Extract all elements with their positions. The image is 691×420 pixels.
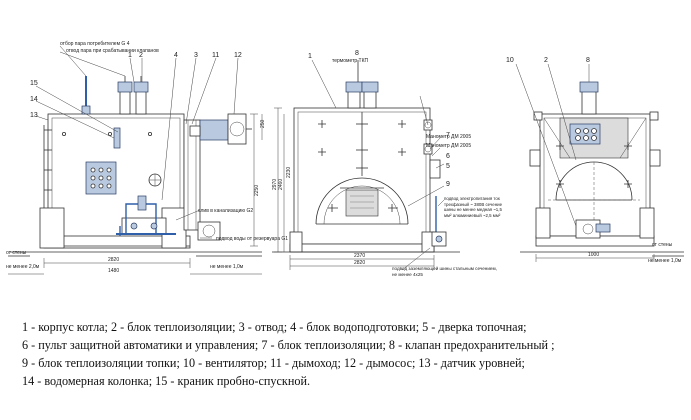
label-water-in: подвод воды от резервуара G1 <box>216 236 288 242</box>
label-from-wall-right: от стены <box>652 242 673 248</box>
label-min-1-right: не менее 1,0м <box>648 258 682 264</box>
dim-2230-front: 2230 <box>286 167 292 178</box>
boiler-drawing: отбор пара потребителем G 4 отвод пара п… <box>6 41 684 277</box>
legend-line-3: 9 - блок теплоизоляции топки; 10 - венти… <box>22 356 525 370</box>
callout-4-side: 4 <box>174 52 178 59</box>
dim-1000-rear: 1000 <box>588 252 599 258</box>
rear-view: от стены не менее 1,0м 10 2 8 1000 <box>506 57 684 264</box>
dim-2250-side: 2250 <box>254 185 260 196</box>
label-manometer-1: Манометр ДМ 2005 <box>426 134 471 140</box>
dim-2820-side: 2820 <box>108 257 119 263</box>
legend-line-2: 6 - пульт защитной автоматики и управлен… <box>22 338 555 352</box>
dim-2370-front: 2370 <box>354 253 365 259</box>
label-drain: слив в канализацию G2 <box>198 208 253 214</box>
callout-6-front: 6 <box>446 153 450 160</box>
side-view: отбор пара потребителем G 4 отвод пара п… <box>6 41 288 275</box>
callout-15-side: 15 <box>30 80 38 87</box>
front-view: термометр ТКП Манометр ДМ 2005 Манометр … <box>272 50 503 277</box>
label-steam-out: отбор пара потребителем G 4 <box>60 41 130 47</box>
label-thermometer: термометр ТКП <box>332 58 368 64</box>
callout-8-rear: 8 <box>586 57 590 64</box>
label-min-2-left: не менее 2,0м <box>6 264 40 270</box>
label-steam-valves: отвод пара при срабатывании клапанов <box>66 48 159 54</box>
legend: 1 - корпус котла; 2 - блок теплоизоляции… <box>22 318 682 390</box>
callout-5-front: 5 <box>446 163 450 170</box>
label-manometer-2: Манометр ДМ 2005 <box>426 143 471 149</box>
dim-1480-side: 1480 <box>108 268 119 274</box>
callout-2-side: 2 <box>139 52 143 59</box>
dim-2970-front: 2970 <box>272 179 278 190</box>
callout-1-front: 1 <box>308 53 312 60</box>
callout-10-rear: 10 <box>506 57 514 64</box>
callout-14-side: 14 <box>30 96 38 103</box>
label-from-wall-left: от стены <box>6 250 27 256</box>
dim-250-side: 250 <box>260 119 266 128</box>
callout-1-side: 1 <box>128 52 132 59</box>
callout-3-side: 3 <box>194 52 198 59</box>
callout-2-rear: 2 <box>544 57 548 64</box>
callout-12-side: 12 <box>234 52 242 59</box>
dim-2460-front: 2460 <box>278 179 284 190</box>
dim-2820-front: 2820 <box>354 260 365 266</box>
label-power-line: подвод электропитания ток трехфазный ~ 3… <box>444 196 503 218</box>
legend-line-4: 14 - водомерная колонка; 15 - краник про… <box>22 374 311 388</box>
label-ground: подвод заземляющей шины стальным сечение… <box>392 266 497 277</box>
callout-7-front: 7 <box>446 132 450 139</box>
callout-11-side: 11 <box>212 52 219 59</box>
callout-13-side: 13 <box>30 112 38 119</box>
callout-9-front: 9 <box>446 181 450 188</box>
label-min-1-left: не менее 1,0м <box>210 264 244 270</box>
legend-line-1: 1 - корпус котла; 2 - блок теплоизоляции… <box>22 320 527 334</box>
callout-8-front: 8 <box>355 50 359 57</box>
